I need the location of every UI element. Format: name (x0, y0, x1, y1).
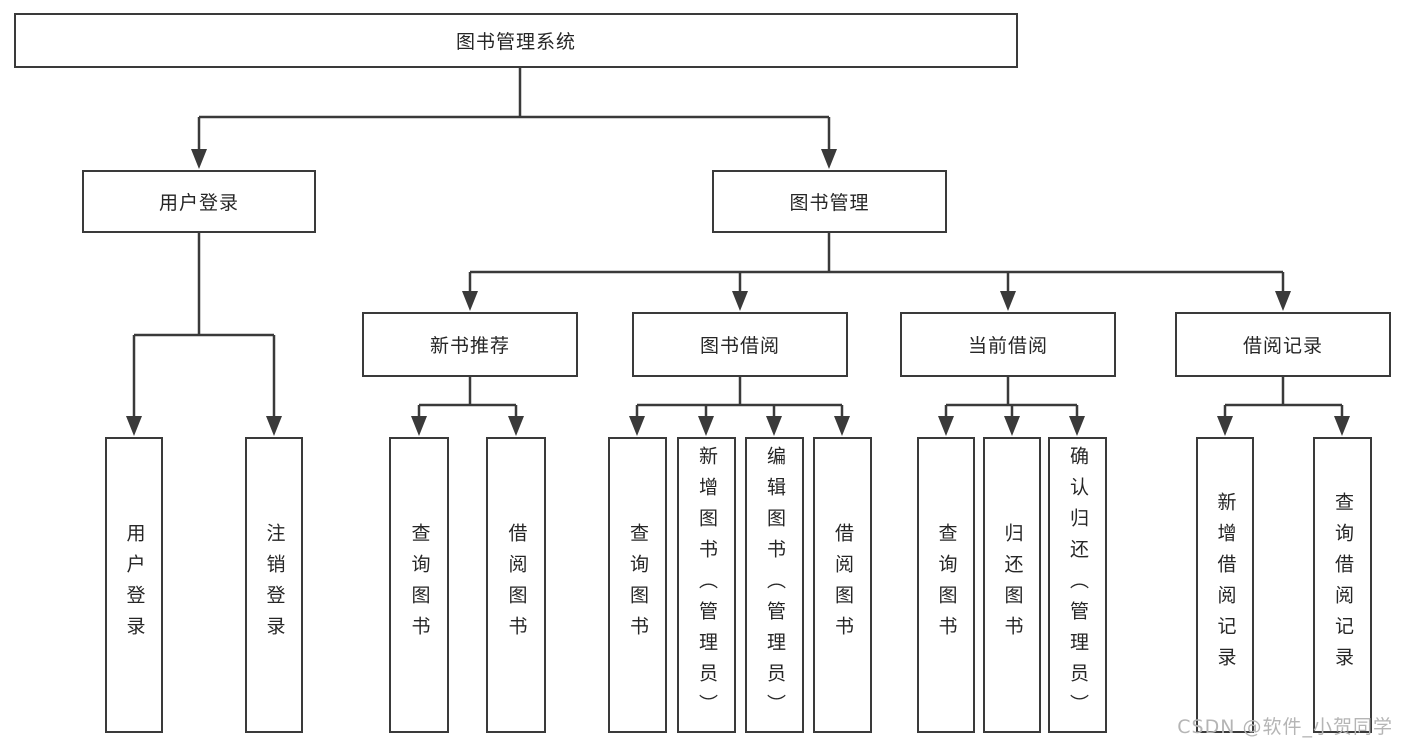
leaf-current-return-books: 归还图书 (983, 437, 1041, 733)
arrowhead (834, 416, 850, 436)
arrowhead (1000, 291, 1016, 311)
arrowhead (266, 416, 282, 436)
leaf-current-return-books-label: 归还图书 (1001, 523, 1024, 647)
arrowhead (938, 416, 954, 436)
leaf-borrow-query-books: 查询图书 (608, 437, 667, 733)
leaf-logout-label: 注销登录 (263, 523, 286, 647)
leaf-borrow-borrow-books: 借阅图书 (813, 437, 872, 733)
arrowhead (1217, 416, 1233, 436)
node-book-borrow: 图书借阅 (632, 312, 848, 377)
arrowhead (126, 416, 142, 436)
arrowhead (462, 291, 478, 311)
leaf-rec-borrow-books-label: 借阅图书 (505, 523, 528, 647)
arrowhead (698, 416, 714, 436)
leaf-borrow-edit-books-admin: 编辑图书（管理员） (745, 437, 804, 733)
watermark: CSDN @软件_小贺同学 (1177, 716, 1393, 738)
arrowhead (821, 149, 837, 169)
leaf-borrow-query-books-label: 查询图书 (627, 523, 649, 647)
leaf-borrow-edit-books-admin-label: 编辑图书（管理员） (764, 445, 786, 725)
leaf-record-add-borrow-record-label: 新增借阅记录 (1214, 492, 1237, 678)
leaf-current-query-books-label: 查询图书 (935, 523, 958, 647)
arrowhead (766, 416, 782, 436)
arrowhead (411, 416, 427, 436)
node-library-system: 图书管理系统 (14, 13, 1018, 68)
node-new-book-recommend-label: 新书推荐 (429, 335, 510, 357)
node-user-login: 用户登录 (82, 170, 316, 233)
arrowhead (1334, 416, 1350, 436)
leaf-current-confirm-return-admin-label: 确认归还（管理员） (1067, 445, 1089, 725)
leaf-user-login: 用户登录 (105, 437, 163, 733)
node-book-management: 图书管理 (712, 170, 947, 233)
connector-path (132, 68, 1344, 420)
node-borrow-records: 借阅记录 (1175, 312, 1391, 377)
leaf-borrow-add-books-admin-label: 新增图书（管理员） (696, 445, 718, 725)
node-new-book-recommend: 新书推荐 (362, 312, 578, 377)
leaf-current-query-books: 查询图书 (917, 437, 975, 733)
leaf-rec-query-books: 查询图书 (389, 437, 449, 733)
node-user-login-label: 用户登录 (158, 192, 239, 214)
leaf-rec-borrow-books: 借阅图书 (486, 437, 546, 733)
node-current-borrow: 当前借阅 (900, 312, 1116, 377)
leaf-record-add-borrow-record: 新增借阅记录 (1196, 437, 1254, 733)
node-library-system-label: 图书管理系统 (455, 31, 576, 53)
leaf-logout: 注销登录 (245, 437, 303, 733)
node-book-borrow-label: 图书借阅 (699, 335, 780, 357)
leaf-record-query-borrow-record-label: 查询借阅记录 (1332, 492, 1354, 678)
arrowhead (191, 149, 207, 169)
node-borrow-records-label: 借阅记录 (1242, 335, 1323, 357)
arrowheads (126, 149, 1350, 436)
leaf-user-login-label: 用户登录 (123, 523, 146, 647)
arrowhead (508, 416, 524, 436)
arrowhead (732, 291, 748, 311)
leaf-rec-query-books-label: 查询图书 (408, 523, 431, 647)
leaf-borrow-add-books-admin: 新增图书（管理员） (677, 437, 736, 733)
node-current-borrow-label: 当前借阅 (967, 335, 1048, 357)
leaf-borrow-borrow-books-label: 借阅图书 (832, 523, 854, 647)
node-book-management-label: 图书管理 (789, 192, 870, 214)
arrowhead (1069, 416, 1085, 436)
leaf-current-confirm-return-admin: 确认归还（管理员） (1048, 437, 1107, 733)
arrowhead (629, 416, 645, 436)
arrowhead (1275, 291, 1291, 311)
leaf-record-query-borrow-record: 查询借阅记录 (1313, 437, 1372, 733)
arrowhead (1004, 416, 1020, 436)
